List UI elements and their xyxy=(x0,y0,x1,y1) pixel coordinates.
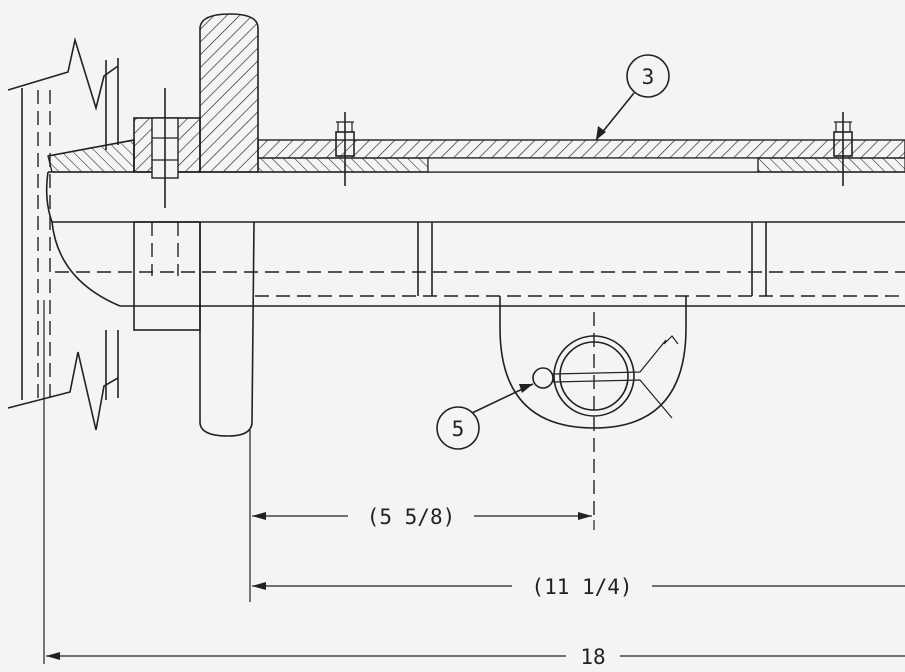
frame-wall xyxy=(21,58,119,400)
dim-label-mid: (11 1/4) xyxy=(531,575,632,599)
break-line-top xyxy=(7,36,119,111)
callout-label-5: 5 xyxy=(452,417,465,441)
dimension-mid: (11 1/4) xyxy=(252,575,905,599)
dimension-overall: 18 xyxy=(46,645,905,669)
strap-part-3 xyxy=(257,139,905,173)
sprocket-plate xyxy=(199,13,259,437)
dim-label-overall: 18 xyxy=(580,645,605,669)
callout-label-3: 3 xyxy=(642,65,655,89)
dimension-short: (5 5/8) xyxy=(252,505,592,529)
callout-part-3: 3 xyxy=(595,54,670,141)
bracket-part-5 xyxy=(499,296,687,520)
callout-part-5: 5 xyxy=(436,383,534,450)
bolt-right xyxy=(833,112,853,186)
collar-block xyxy=(133,88,201,331)
bolt-left xyxy=(335,112,355,186)
break-line-bottom xyxy=(7,351,119,431)
extension-lines xyxy=(43,300,595,664)
hidden-holes xyxy=(417,222,767,296)
dim-label-short: (5 5/8) xyxy=(367,505,456,529)
